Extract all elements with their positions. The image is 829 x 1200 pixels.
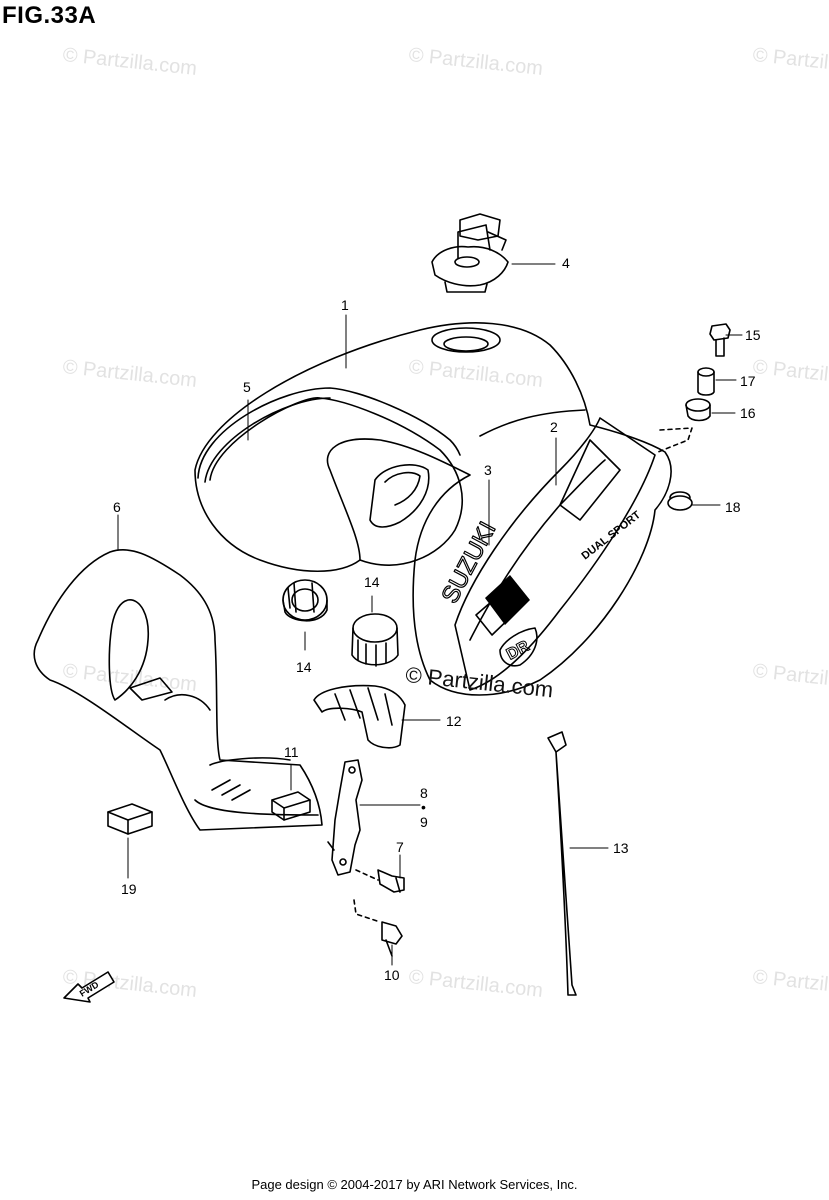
callout-19[interactable]: 19 bbox=[121, 881, 137, 897]
bolt-7[interactable] bbox=[377, 869, 405, 893]
callout-14a[interactable]: 14 bbox=[364, 574, 380, 590]
callout-dot: • bbox=[421, 799, 426, 815]
callout-8[interactable]: 8 bbox=[420, 785, 428, 801]
leader-dash bbox=[355, 869, 379, 881]
callout-7[interactable]: 7 bbox=[396, 839, 404, 855]
bracket[interactable] bbox=[327, 759, 363, 876]
callout-10[interactable]: 10 bbox=[384, 967, 400, 983]
pad-11[interactable] bbox=[271, 791, 311, 821]
bolt-15[interactable] bbox=[709, 323, 731, 357]
fuel-cap[interactable] bbox=[431, 213, 509, 293]
callout-1[interactable]: 1 bbox=[341, 297, 349, 313]
fwd-arrow-icon bbox=[63, 971, 115, 1003]
spacer-17[interactable] bbox=[697, 367, 715, 396]
side-cover[interactable] bbox=[33, 548, 323, 831]
callout-16[interactable]: 16 bbox=[740, 405, 756, 421]
leader-lines bbox=[117, 263, 743, 966]
tank-decal[interactable] bbox=[454, 417, 656, 691]
bolt-10[interactable] bbox=[381, 921, 403, 957]
callout-18[interactable]: 18 bbox=[725, 499, 741, 515]
callout-15[interactable]: 15 bbox=[745, 327, 761, 343]
callout-2[interactable]: 2 bbox=[550, 419, 558, 435]
cable-tie[interactable] bbox=[547, 731, 577, 996]
figure-title: FIG.33A bbox=[2, 2, 97, 29]
edge-trim[interactable] bbox=[197, 387, 461, 479]
callout-12[interactable]: 12 bbox=[446, 713, 462, 729]
fuel-tank[interactable] bbox=[194, 322, 672, 696]
callout-5[interactable]: 5 bbox=[243, 379, 251, 395]
footer-copyright: Page design © 2004-2017 by ARI Network S… bbox=[251, 1177, 578, 1192]
leader-dash bbox=[353, 899, 381, 923]
callout-17[interactable]: 17 bbox=[740, 373, 756, 389]
cushion-14-right[interactable] bbox=[351, 613, 399, 667]
cushion-14-left[interactable] bbox=[282, 579, 328, 622]
callout-14b[interactable]: 14 bbox=[296, 659, 312, 675]
callout-6[interactable]: 6 bbox=[113, 499, 121, 515]
callout-11[interactable]: 11 bbox=[284, 744, 299, 760]
grommet-18[interactable] bbox=[667, 491, 693, 511]
callout-4[interactable]: 4 bbox=[562, 255, 570, 271]
callout-9[interactable]: 9 bbox=[420, 814, 428, 830]
pad-19[interactable] bbox=[107, 803, 153, 835]
callout-3[interactable]: 3 bbox=[484, 462, 492, 478]
decal-model-text: DR bbox=[504, 637, 533, 663]
leader-dash bbox=[657, 427, 693, 453]
callout-13[interactable]: 13 bbox=[613, 840, 629, 856]
decal-tag-text: DUAL SPORT bbox=[579, 509, 643, 563]
edge-trim-inner bbox=[204, 397, 331, 483]
cushion-16[interactable] bbox=[685, 398, 711, 422]
cushion-12[interactable] bbox=[313, 684, 406, 749]
